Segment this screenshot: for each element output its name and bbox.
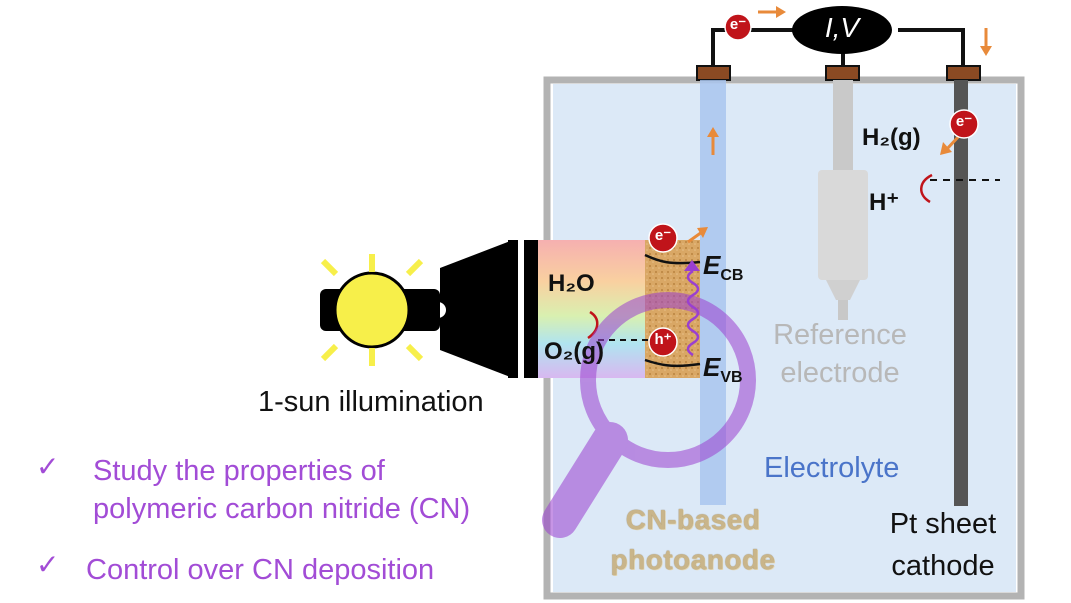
cathode-label: Pt sheet cathode <box>889 508 997 582</box>
sun-icon <box>320 254 424 366</box>
contact-reference <box>825 65 860 81</box>
checkmark-icon: ✓ <box>36 549 60 580</box>
oxidation-arrow <box>587 310 599 340</box>
external-wire <box>711 28 965 68</box>
excitation-arrowhead <box>684 260 700 271</box>
hole-vb-label: h⁺ <box>654 331 672 348</box>
conduction-band-label: ECB <box>703 250 744 285</box>
reference-electrode-label: Reference electrode <box>773 319 907 389</box>
pt-cathode <box>954 80 968 506</box>
electrolyte-label: Electrolyte <box>764 452 900 484</box>
electron-cathode <box>949 109 979 139</box>
contact-photoanode <box>696 65 731 81</box>
valence-band-edge <box>644 358 701 368</box>
meter-label: I,V <box>824 12 860 43</box>
illumination-label: 1-sun illumination <box>258 386 484 418</box>
contact-cathode <box>946 65 981 81</box>
hole-vb <box>648 327 678 357</box>
electron-top-label: e⁻ <box>729 16 747 33</box>
valence-band-label: EVB <box>703 352 743 387</box>
electron-cb-label: e⁻ <box>654 227 672 244</box>
photoanode-label: CN-based photoanode <box>610 504 776 575</box>
checklist-item-2: Control over CN deposition <box>86 554 435 586</box>
magnifier-icon <box>542 292 756 538</box>
reference-electrode-tip <box>826 280 860 300</box>
current-arrows <box>687 6 992 244</box>
water-label: H₂O <box>548 270 595 297</box>
hydrogen-label: H₂(g) <box>862 124 921 151</box>
reference-electrode-tube <box>833 80 853 175</box>
electron-cathode-label: e⁻ <box>955 113 973 130</box>
electron-cb <box>648 223 678 253</box>
oxygen-label: O₂(g) <box>544 338 604 365</box>
reference-electrode-frit <box>838 300 848 320</box>
proton-label: H⁺ <box>869 189 899 216</box>
light-cone <box>537 240 650 378</box>
checkmark-icon: ✓ <box>36 451 60 482</box>
reference-electrode-body <box>818 170 868 280</box>
electron-top <box>724 13 752 41</box>
checklist-item-1: Study the properties of polymeric carbon… <box>93 455 471 525</box>
meter <box>792 6 892 54</box>
reduction-arrow <box>920 173 933 204</box>
